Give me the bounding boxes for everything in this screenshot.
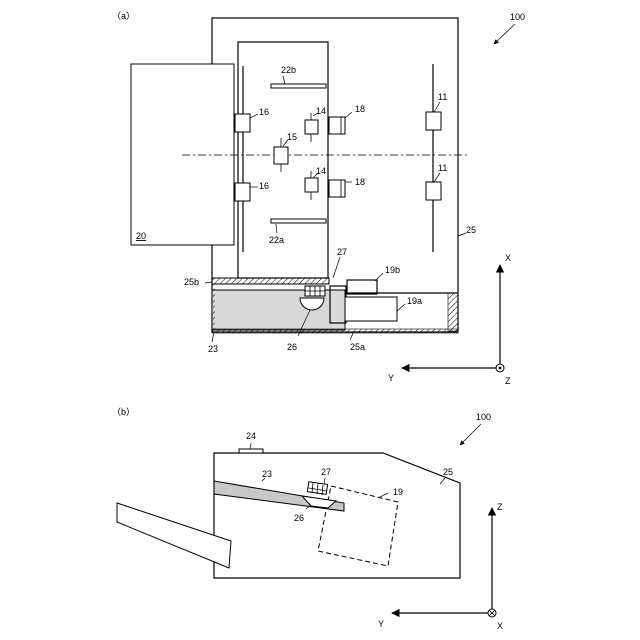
panel-b-label: （b）	[112, 407, 135, 417]
block-16-top	[235, 114, 250, 132]
ref-24: 24	[246, 431, 256, 441]
part-15	[274, 147, 288, 164]
leader-25-b	[440, 478, 445, 484]
ref-14-top: 14	[316, 106, 326, 116]
part-18-bottom	[329, 180, 345, 197]
leader-25a	[350, 333, 353, 340]
axis-x-label-b: X	[497, 621, 503, 631]
ref-14-bottom: 14	[316, 166, 326, 176]
plate-22b	[271, 84, 326, 88]
axis-x-label-a: X	[505, 253, 511, 263]
ref-100-a: 100	[510, 12, 525, 22]
part-14-top	[305, 120, 318, 134]
hatched-25b	[212, 278, 329, 284]
ref-18-top: 18	[355, 104, 365, 114]
ref-23: 23	[208, 344, 218, 354]
panel-a: （a） 100	[112, 11, 525, 386]
ref-26-b: 26	[294, 513, 304, 523]
hatched-left-edge	[213, 284, 215, 331]
axis-y-label-b: Y	[378, 619, 384, 629]
ref-16-bottom: 16	[259, 181, 269, 191]
leader-27-b	[324, 478, 325, 484]
ref-27-b: 27	[321, 467, 331, 477]
ref-25a: 25a	[350, 342, 365, 352]
leader-23	[212, 332, 214, 342]
plate-22a	[271, 219, 326, 223]
hatched-25a	[212, 329, 458, 333]
side-unit-20	[131, 64, 234, 245]
leader-24	[250, 443, 251, 449]
leader-19a	[397, 304, 405, 311]
box-19-dashed	[318, 486, 398, 566]
ref-18-bottom: 18	[355, 177, 365, 187]
ref-11-bottom: 11	[438, 163, 447, 173]
leader-18-top	[345, 112, 352, 118]
ref-16-top: 16	[259, 107, 269, 117]
housing-25-side	[214, 453, 460, 578]
leader-19b	[375, 273, 383, 281]
part-11-bottom	[426, 182, 441, 200]
leader-22b	[283, 76, 285, 84]
part-14-bottom	[305, 178, 318, 192]
part-11-top	[426, 112, 441, 130]
ref-27: 27	[337, 247, 347, 257]
axis-z-dot	[499, 367, 502, 370]
ref-100-b: 100	[476, 412, 491, 422]
ref-19-b: 19	[393, 487, 403, 497]
ref-15: 15	[287, 132, 297, 142]
ref-25: 25	[466, 225, 476, 235]
part-24	[239, 449, 263, 453]
part-18-top	[329, 117, 345, 134]
ref-22b: 22b	[281, 65, 296, 75]
axis-z-label-b: Z	[497, 502, 503, 512]
leader-22a	[276, 224, 277, 233]
leader-25b	[205, 282, 212, 283]
leader-25	[458, 233, 466, 236]
ref-11-top: 11	[438, 92, 447, 102]
leader-11-top	[434, 102, 440, 112]
axis-z-label-a: Z	[505, 376, 511, 386]
ref-25b: 25b	[184, 277, 199, 287]
ref-19a: 19a	[407, 296, 422, 306]
ref-20: 20	[136, 231, 146, 241]
hatched-right-wall	[448, 293, 458, 331]
ref-23-b: 23	[262, 469, 272, 479]
ref-26: 26	[287, 342, 297, 352]
panel-b: （b） 100 24 23 27 25 19 26	[112, 407, 503, 631]
box-19a	[345, 297, 397, 321]
axis-y-label-a: Y	[388, 373, 394, 383]
housing-25	[212, 18, 458, 332]
ref-22a: 22a	[269, 235, 284, 245]
leader-19-b	[380, 493, 388, 497]
box-19b	[347, 280, 377, 294]
leader-16-top	[250, 114, 258, 118]
leader-27	[333, 257, 340, 278]
ref-25-b: 25	[443, 467, 453, 477]
panel-a-label: （a）	[112, 11, 135, 21]
leader-11-bottom	[434, 173, 440, 182]
axes-b: Z Y X	[378, 502, 503, 631]
ref-100-a-arrow	[494, 24, 515, 44]
ref-19b: 19b	[385, 265, 400, 275]
block-16-bottom	[235, 183, 250, 201]
ref-100-b-arrow	[460, 424, 481, 445]
